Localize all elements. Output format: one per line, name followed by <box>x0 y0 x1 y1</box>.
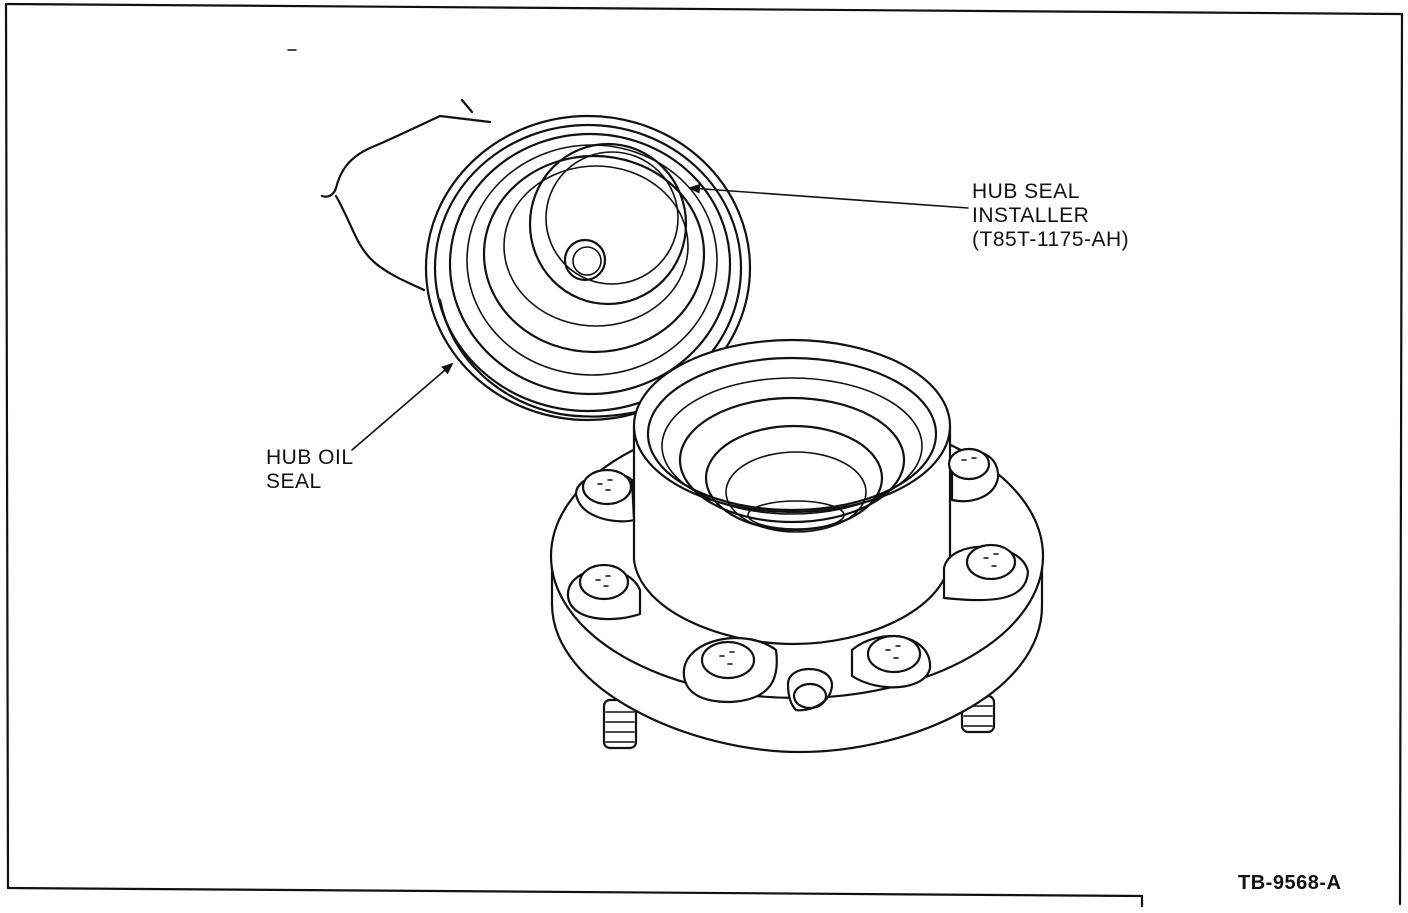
oil-seal-leader-line <box>351 362 454 451</box>
figure-id: TB-9568-A <box>1238 872 1342 894</box>
installer-handle <box>320 98 492 292</box>
oil-seal-label-line-2: SEAL <box>266 470 322 493</box>
wheel-hub <box>549 338 1045 754</box>
oil-seal-label-line-1: HUB OIL <box>266 446 354 469</box>
installer-label: HUB SEAL INSTALLER (T85T-1175-AH) <box>972 180 1129 252</box>
installer-label-line-2: INSTALLER <box>972 204 1090 227</box>
installer-leader-line <box>688 183 969 209</box>
installer-label-line-3: (T85T-1175-AH) <box>972 228 1130 251</box>
page-border <box>4 2 1404 908</box>
hub-seal-installer <box>424 114 752 422</box>
lug-bolts <box>566 447 1030 704</box>
oil-seal-label: HUB OIL SEAL <box>266 446 354 494</box>
installer-label-line-1: HUB SEAL <box>972 180 1080 203</box>
